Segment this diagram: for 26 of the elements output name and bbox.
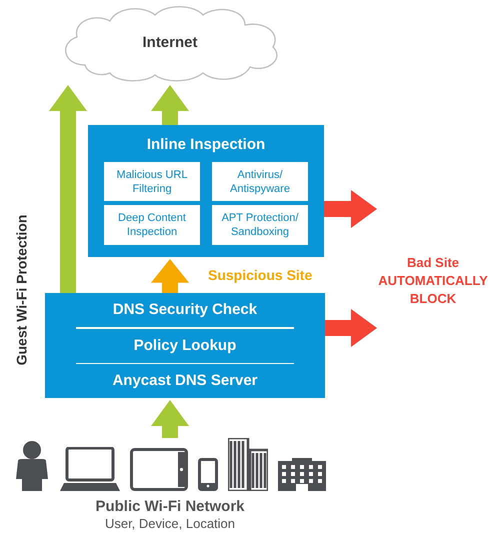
side-caption: Guest Wi-Fi Protection [12,214,30,366]
network-subtitle: User, Device, Location [104,516,236,532]
feature-box [104,162,200,201]
dns-panel [45,293,325,398]
feature-label: APT Protection/ Sandboxing [220,211,300,239]
feature-box [212,205,308,245]
block-arrow [324,190,377,228]
block-notice: Bad Site AUTOMATICALLY BLOCK [377,254,489,308]
feature-label: Deep Content Inspection [117,211,187,239]
inspection-panel [88,125,324,257]
feature-box [212,162,308,201]
panel-row-label: Anycast DNS Server [112,371,258,391]
block-arrow [325,309,377,347]
feature-label: Antivirus/ Antispyware [229,168,291,196]
block-arrow [151,400,189,438]
block-arrow [151,85,189,125]
block-arrow [151,259,189,293]
edge-label: Suspicious Site [208,266,312,285]
block-arrow [49,85,87,293]
feature-label: Malicious URL Filtering [116,168,188,196]
panel-heading: Inline Inspection [146,135,266,155]
panel-row-label: Policy Lookup [134,336,236,356]
panel-row-label: DNS Security Check [112,300,258,320]
cloud-label: Internet [142,32,198,53]
feature-box [104,205,200,245]
network-title: Public Wi-Fi Network [95,497,245,516]
